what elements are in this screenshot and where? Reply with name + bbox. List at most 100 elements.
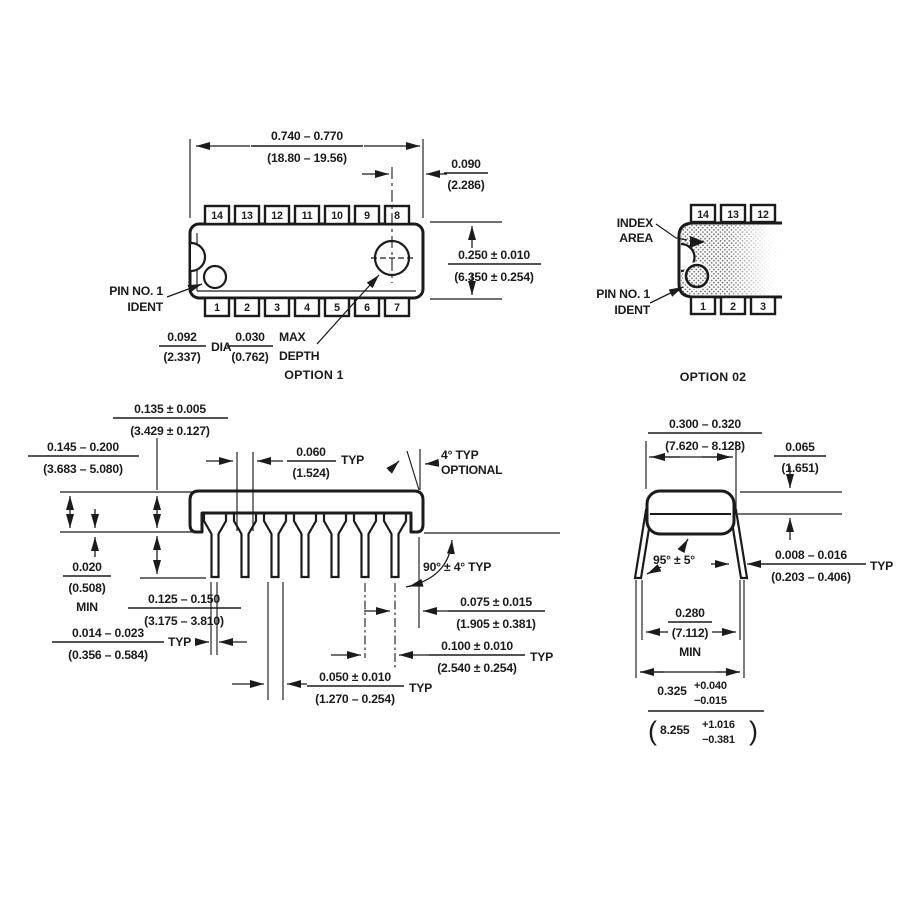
dim-standoff-in: 0.020: [72, 560, 102, 574]
dim-inner-mm: (7.112): [672, 626, 709, 640]
dim-e2-in: 0.075 ± 0.015: [460, 595, 532, 609]
pin-number: 4: [304, 302, 310, 314]
dim-overall-length-mm: (18.80 – 19.56): [267, 151, 347, 165]
dim-topseat-mm: (1.651): [781, 461, 818, 475]
dim-shoulder-typ: TYP: [341, 453, 364, 467]
dia-in: 0.092: [167, 330, 197, 344]
index-area-label-1: INDEX: [617, 216, 654, 230]
pin-row-bottom: 1 2 3 4 5 6 7: [203, 296, 411, 318]
dim-rowspacing-in: 0.300 – 0.320: [669, 417, 741, 431]
dim-body-width: 0.250 ± 0.010 (6.350 ± 0.254): [430, 221, 541, 300]
depth-in: 0.030: [235, 330, 265, 344]
dim-topseat-in: 0.065: [785, 440, 815, 454]
pin-number: 1: [214, 302, 220, 314]
callout-pin1-ident: PIN NO. 1 IDENT: [596, 286, 684, 317]
angle-lead-label: 95° ± 5°: [653, 553, 695, 567]
pin1-ident-label-2: IDENT: [127, 300, 163, 314]
pin-number: 7: [394, 302, 400, 314]
dim-overall-length-in: 0.740 – 0.770: [271, 129, 343, 143]
dim-arrows-vertical: [66, 496, 161, 574]
pin-number: 9: [364, 210, 370, 222]
pin-number: 3: [760, 301, 766, 313]
package-body-end: [645, 489, 736, 536]
dim-leadthk-mm: (0.203 – 0.406): [771, 570, 851, 584]
callout-pin1-ident: PIN NO. 1 IDENT: [109, 283, 203, 314]
dim-outer-span: 0.325 +0.040 −0.015 ( 8.255 +1.016 −0.38…: [640, 668, 764, 746]
dim-halfpitch-typ: TYP: [409, 681, 432, 695]
dim-standoff-mm: (0.508): [68, 581, 105, 595]
view-option1-top: 0.740 – 0.770 (18.80 – 19.56) 0.090 (2.2…: [109, 129, 541, 382]
dim-pitch-typ: TYP: [530, 650, 553, 664]
dim-top-to-seam: 0.065 (1.651): [738, 440, 842, 540]
pin-number: 12: [757, 209, 769, 221]
dim-leadlen-in: 0.125 – 0.150: [148, 592, 220, 606]
dim-pitch-mm: (2.540 ± 0.254): [437, 661, 517, 675]
paren-close: ): [749, 716, 758, 746]
pin1-ident-label-2: IDENT: [614, 303, 650, 317]
dim-height-mm: (3.683 – 5.080): [43, 462, 123, 476]
dim-shoulder-width: 0.060 (1.524) TYP: [206, 445, 364, 480]
dim-seat-mm: (3.429 ± 0.127): [130, 424, 210, 438]
dim-leadthk-in: 0.008 – 0.016: [775, 548, 847, 562]
dim-leadw-typ: TYP: [168, 635, 191, 649]
dim-row-spacing: 0.300 – 0.320 (7.620 – 8.128): [645, 417, 762, 510]
dim-lead-thickness: 0.008 – 0.016 (0.203 – 0.406) TYP: [711, 548, 893, 584]
dim-end-offset: 0.090 (2.286): [362, 157, 488, 192]
dim-overall-length: 0.740 – 0.770 (18.80 – 19.56): [189, 129, 424, 218]
dim-leadw-mm: (0.356 – 0.584): [68, 648, 148, 662]
dim-rowspacing-mm: (7.620 – 8.128): [665, 439, 745, 453]
pin-row-top: 14 13 12: [689, 203, 777, 224]
pin-row-bottom: 1 2 3: [689, 295, 777, 316]
pin1-ident-label-1: PIN NO. 1: [109, 284, 163, 298]
dim-standoff-min: MIN: [76, 600, 98, 614]
pin-number: 11: [302, 210, 313, 222]
package-body-partial: [677, 221, 782, 299]
depth-word-1: MAX: [279, 330, 307, 344]
dim-outer-plus: +0.040: [694, 680, 727, 692]
dim-inner-in: 0.280: [675, 606, 705, 620]
caption-option1: OPTION 1: [284, 368, 343, 382]
dim-half-pitch: 0.050 ± 0.010 (1.270 – 0.254) TYP: [232, 670, 432, 706]
pin-number: 5: [334, 302, 340, 314]
dim-lead-length: 0.125 – 0.150 (3.175 – 3.810): [128, 592, 241, 628]
view-side: 0.135 ± 0.005 (3.429 ± 0.127) 0.145 – 0.…: [28, 402, 560, 706]
angle-lead-label: 90° ± 4° TYP: [423, 560, 491, 574]
dim-shoulder-mm: (1.524): [292, 466, 329, 480]
angle-top-label-1: 4° TYP: [441, 448, 479, 462]
dim-outer-mm: 8.255: [660, 723, 690, 737]
dim-lead-pitch: 0.100 ± 0.010 (2.540 ± 0.254) TYP: [331, 639, 553, 675]
dim-standoff: 0.020 (0.508) MIN: [63, 560, 111, 614]
pin-number: 6: [364, 302, 370, 314]
dim-seat-plane: 0.135 ± 0.005 (3.429 ± 0.127): [113, 402, 228, 438]
pin-number: 3: [274, 302, 280, 314]
dim-seat-in: 0.135 ± 0.005: [134, 402, 206, 416]
pin-number: 13: [727, 209, 739, 221]
dim-body-width-mm: (6.350 ± 0.254): [454, 270, 534, 284]
depth-word-2: DEPTH: [279, 349, 319, 363]
callout-lead-angle-top: 4° TYP OPTIONAL: [386, 448, 503, 491]
pin1-ident-dimple: [684, 263, 710, 289]
pin-number: 12: [271, 210, 283, 222]
pin-number: 14: [697, 209, 709, 221]
dim-leadthk-typ: TYP: [870, 559, 893, 573]
dia-mm: (2.337): [163, 350, 200, 364]
index-area-label-2: AREA: [619, 231, 653, 245]
dim-inner-span: 0.280 (7.112) MIN: [646, 606, 736, 659]
dim-lead-width: 0.014 – 0.023 (0.356 – 0.584) TYP: [52, 626, 247, 662]
index-triangle-marker: [690, 236, 705, 248]
callout-mold-mark: 0.092 (2.337) DIA 0.030 (0.762) MAX DEPT…: [159, 274, 380, 364]
callout-index-area: INDEX AREA: [617, 216, 688, 245]
dim-halfpitch-mm: (1.270 – 0.254): [315, 692, 395, 706]
pin-number: 13: [241, 210, 253, 222]
dim-shoulder-in: 0.060: [296, 445, 326, 459]
dim-outer-minus: −0.015: [694, 695, 727, 707]
pin1-end-notch: [190, 241, 207, 273]
pin1-ident-dimple: [202, 264, 228, 290]
dim-outer-mm-minus: −0.381: [702, 734, 735, 746]
angle-top-label-2: OPTIONAL: [441, 463, 503, 477]
dim-leadw-in: 0.014 – 0.023: [72, 626, 144, 640]
dim-height-in: 0.145 – 0.200: [47, 440, 119, 454]
dia-word: DIA: [211, 340, 232, 354]
view-end: 0.300 – 0.320 (7.620 – 8.128) 0.065 (1.6…: [633, 417, 893, 746]
